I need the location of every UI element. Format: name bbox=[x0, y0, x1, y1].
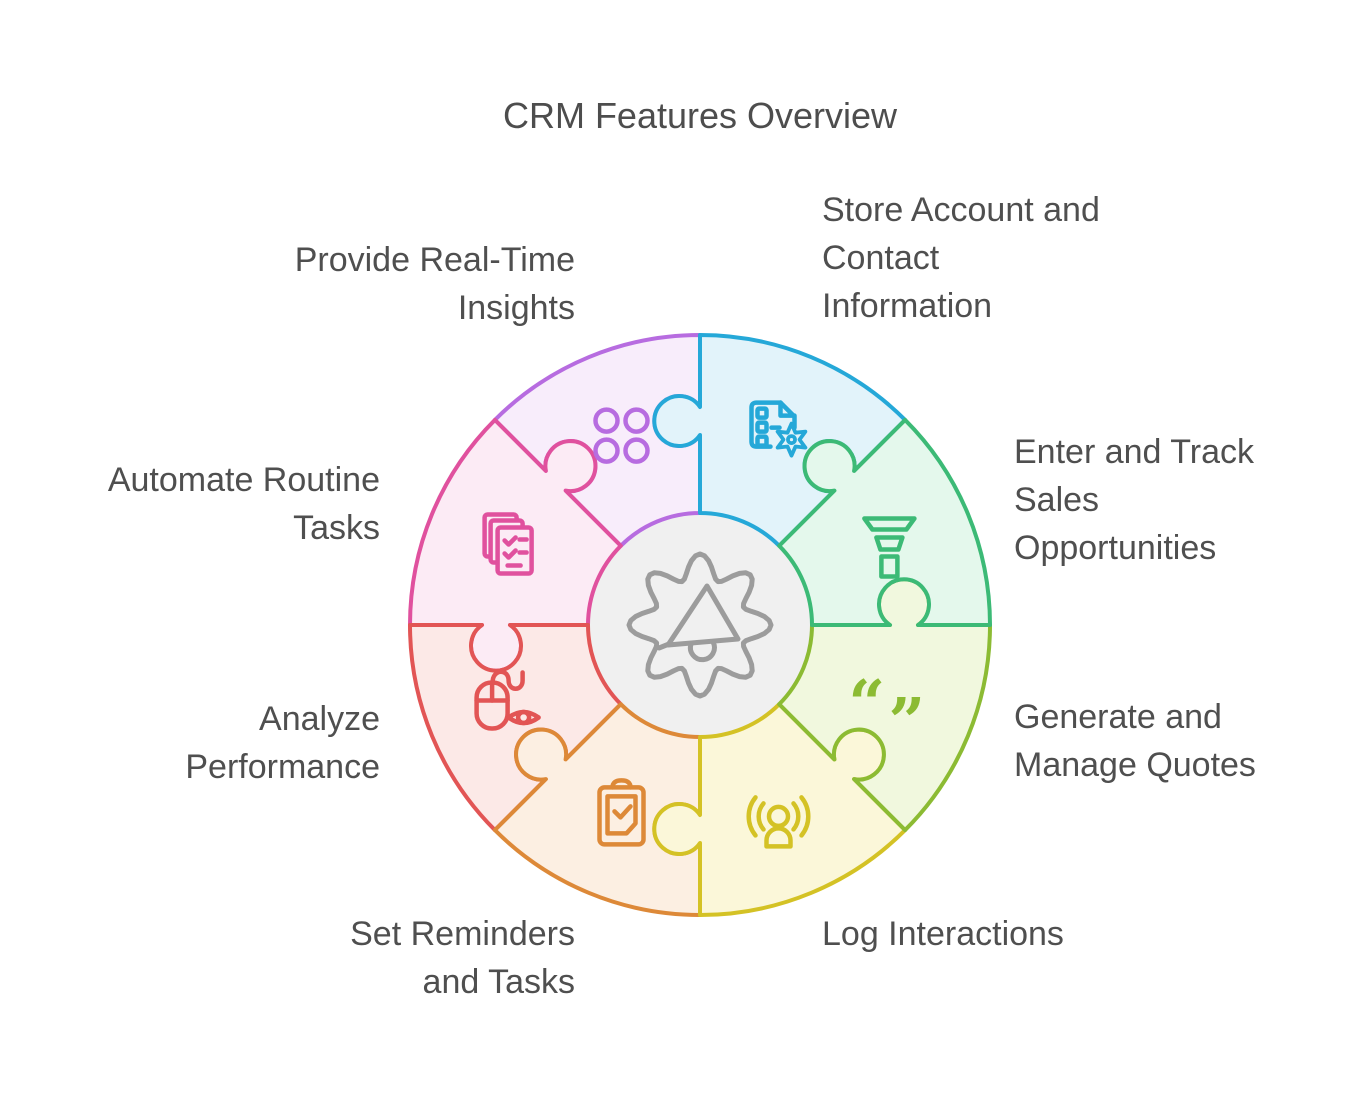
funnel-icon bbox=[862, 516, 917, 579]
label-automate-tasks: Automate Routine Tasks bbox=[108, 456, 380, 552]
label-line: Set Reminders bbox=[350, 915, 575, 953]
label-store-account: Store Account and Contact Information bbox=[822, 186, 1100, 330]
label-line: Opportunities bbox=[1014, 529, 1217, 567]
quotes-icon: “” bbox=[848, 667, 925, 760]
documents-check-icon bbox=[482, 512, 534, 576]
label-generate-quotes: Generate and Manage Quotes bbox=[1014, 693, 1256, 789]
label-line: Insights bbox=[457, 289, 575, 327]
label-line: Provide Real-Time bbox=[294, 241, 575, 279]
label-set-reminders: Set Reminders and Tasks bbox=[350, 910, 575, 1006]
label-line: Log Interactions bbox=[822, 915, 1064, 953]
label-provide-insights: Provide Real-Time Insights bbox=[295, 236, 575, 332]
diagram-title: CRM Features Overview bbox=[502, 95, 898, 136]
label-line: Information bbox=[822, 287, 993, 325]
label-line: Generate and bbox=[1014, 698, 1222, 736]
label-line: Analyze bbox=[259, 700, 380, 738]
label-line: Enter and Track bbox=[1014, 433, 1255, 471]
svg-text:“: “ bbox=[848, 667, 885, 742]
label-line: Store Account and bbox=[822, 191, 1100, 229]
grid-circles-icon bbox=[593, 407, 650, 464]
mouse-eye-icon bbox=[474, 669, 541, 731]
label-line: and Tasks bbox=[422, 963, 575, 1001]
label-line: Contact bbox=[822, 239, 940, 277]
document-gear-icon bbox=[749, 400, 808, 458]
label-enter-track: Enter and Track Sales Opportunities bbox=[1014, 428, 1254, 572]
gear-megaphone-icon bbox=[626, 551, 774, 699]
svg-text:”: ” bbox=[888, 685, 925, 760]
segment-enter-track bbox=[777, 417, 992, 627]
label-line: Manage Quotes bbox=[1014, 746, 1256, 784]
label-analyze-performance: Analyze Performance bbox=[185, 695, 380, 791]
clipboard-check-icon bbox=[597, 778, 646, 847]
label-line: Automate Routine bbox=[107, 461, 380, 499]
label-line: Performance bbox=[185, 748, 380, 786]
label-log-interactions: Log Interactions bbox=[822, 910, 1064, 958]
label-line: Tasks bbox=[293, 509, 380, 547]
label-line: Sales bbox=[1014, 481, 1100, 519]
